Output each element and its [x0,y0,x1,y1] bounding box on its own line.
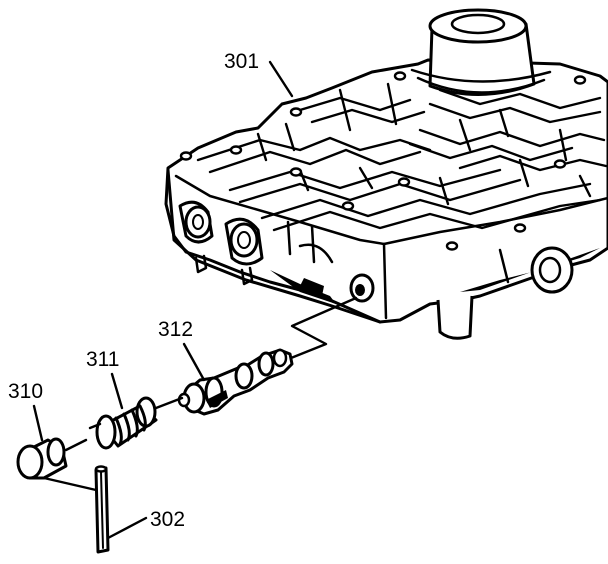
assembly-path-line [284,296,358,362]
callout-312: 312 [158,318,206,382]
valve-body-dome [410,8,552,97]
valve-body-front-bores [178,200,574,303]
spring-311 [88,396,184,450]
valve-body-channels [196,82,608,232]
callout-302: 302 [42,476,185,540]
plug-310 [16,437,88,480]
callout-310: 310 [8,380,44,442]
valve-312 [177,348,294,416]
callout-311: 311 [86,348,124,410]
callout-label-311: 311 [86,348,119,371]
pin-302 [94,465,110,554]
callout-label-310: 310 [8,380,43,403]
callout-label-301: 301 [224,50,259,73]
callout-label-312: 312 [158,318,193,341]
callout-label-302: 302 [150,508,185,531]
callout-301: 301 [224,50,294,98]
valve-body-bolt-holes [179,71,587,251]
